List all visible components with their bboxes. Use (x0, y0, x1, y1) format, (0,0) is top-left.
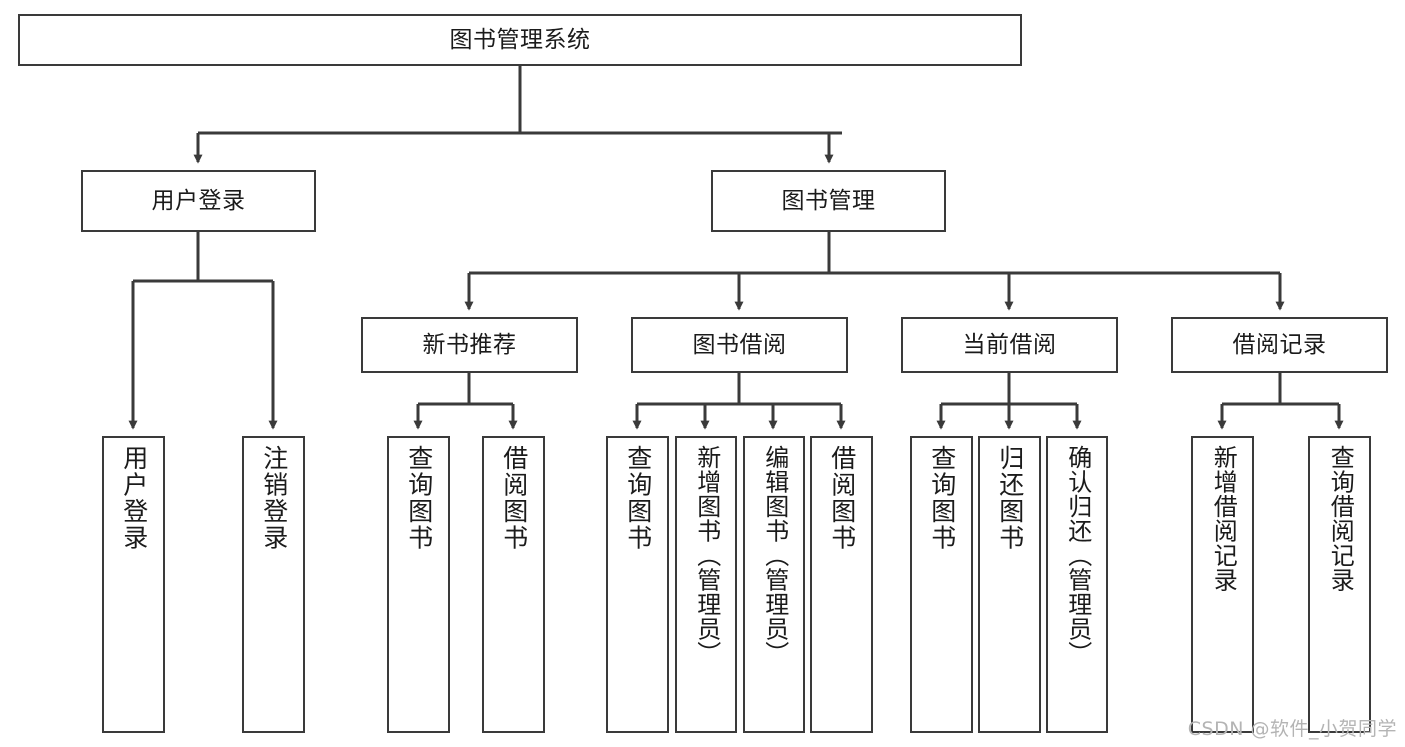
node-current-borrow[interactable]: 当前借阅 (901, 317, 1118, 373)
node-user-login[interactable]: 用户登录 (81, 170, 316, 232)
node-label: 图书管理系统 (449, 26, 591, 53)
node-label: 归还图书 (995, 445, 1025, 551)
node-label: 用户登录 (151, 187, 246, 214)
node-root-system[interactable]: 图书管理系统 (18, 14, 1022, 66)
node-label: 确认归还（管理员） (1063, 445, 1092, 666)
node-leaf-query-book-3[interactable]: 查询图书 (910, 436, 973, 733)
node-label: 图书借阅 (692, 331, 787, 358)
node-label: 新增图书（管理员） (692, 445, 721, 666)
node-leaf-edit-book[interactable]: 编辑图书（管理员） (743, 436, 805, 733)
node-leaf-confirm-return[interactable]: 确认归还（管理员） (1046, 436, 1108, 733)
node-leaf-query-book-2[interactable]: 查询图书 (606, 436, 669, 733)
node-label: 编辑图书（管理员） (760, 445, 789, 666)
node-label: 注销登录 (259, 445, 289, 551)
node-label: 当前借阅 (962, 331, 1057, 358)
node-borrow-record[interactable]: 借阅记录 (1171, 317, 1388, 373)
node-label: 新书推荐 (422, 331, 517, 358)
node-leaf-add-book[interactable]: 新增图书（管理员） (675, 436, 737, 733)
node-label: 借阅图书 (499, 445, 529, 551)
node-leaf-borrow-book-1[interactable]: 借阅图书 (482, 436, 545, 733)
node-label: 查询图书 (927, 445, 957, 551)
node-leaf-logout-login[interactable]: 注销登录 (242, 436, 305, 733)
node-leaf-query-record[interactable]: 查询借阅记录 (1308, 436, 1371, 733)
node-leaf-borrow-book-2[interactable]: 借阅图书 (810, 436, 873, 733)
node-label: 借阅记录 (1232, 331, 1327, 358)
node-leaf-add-record[interactable]: 新增借阅记录 (1191, 436, 1254, 733)
node-label: 查询图书 (623, 445, 653, 551)
watermark-text: CSDN @软件_小贺同学 (1187, 718, 1397, 740)
node-leaf-user-login[interactable]: 用户登录 (102, 436, 165, 733)
node-label: 查询借阅记录 (1326, 445, 1355, 592)
node-leaf-query-book-1[interactable]: 查询图书 (387, 436, 450, 733)
node-label: 借阅图书 (827, 445, 857, 551)
node-book-manage[interactable]: 图书管理 (711, 170, 946, 232)
node-book-borrow[interactable]: 图书借阅 (631, 317, 848, 373)
node-new-book-recommend[interactable]: 新书推荐 (361, 317, 578, 373)
node-label: 用户登录 (119, 445, 149, 551)
node-leaf-return-book[interactable]: 归还图书 (978, 436, 1041, 733)
node-label: 新增借阅记录 (1209, 445, 1238, 592)
node-label: 图书管理 (781, 187, 876, 214)
node-label: 查询图书 (404, 445, 434, 551)
